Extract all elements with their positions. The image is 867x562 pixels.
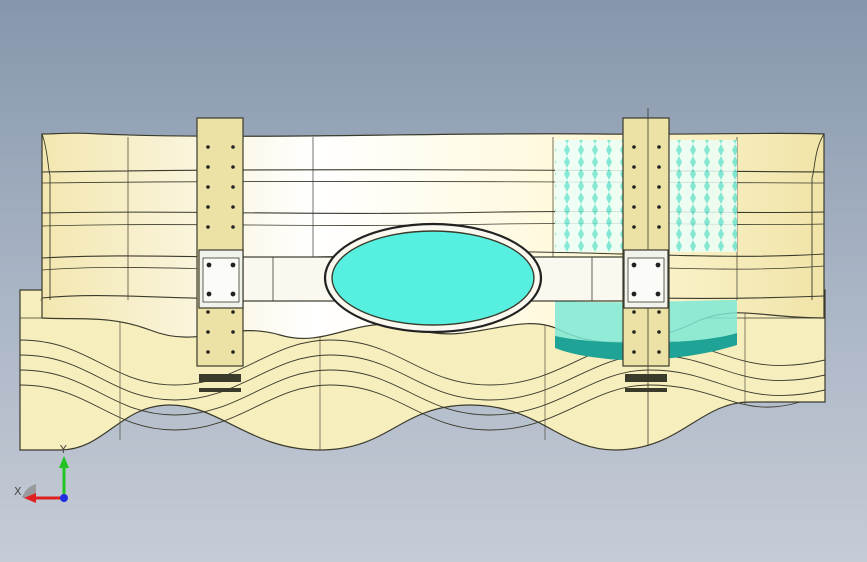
x-axis-label: X [14,485,22,498]
y-axis-label: Y [59,443,67,456]
left-vertical-bracket[interactable] [196,117,244,392]
left-clamp-plate[interactable] [198,249,244,309]
coordinate-triad: Y X [14,443,69,503]
center-oval-emblem[interactable] [323,222,543,334]
right-clamp-plate[interactable] [623,249,669,309]
z-axis-dot-icon [60,494,68,502]
